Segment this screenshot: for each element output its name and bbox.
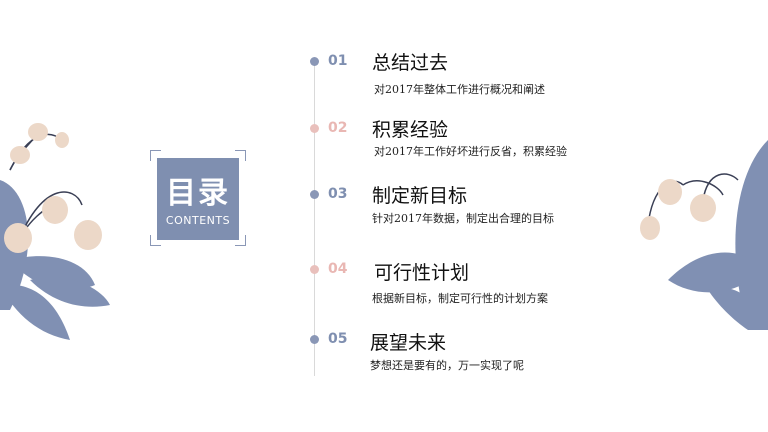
timeline-line	[314, 58, 315, 376]
title-box: 目录 CONTENTS	[157, 158, 239, 240]
item-heading: 总结过去	[372, 52, 449, 74]
frame-corner	[235, 235, 246, 246]
frame-corner	[150, 235, 161, 246]
item-description: 根据新目标，制定可行性的计划方案	[372, 292, 548, 305]
item-heading: 积累经验	[372, 119, 449, 141]
frame-corner	[235, 150, 246, 161]
timeline-dot	[310, 124, 319, 133]
item-description: 对2017年工作好坏进行反省，积累经验	[374, 145, 567, 158]
item-number: 02	[328, 120, 348, 136]
item-description: 针对2017年数据，制定出合理的目标	[372, 212, 554, 225]
title-sub: CONTENTS	[165, 214, 231, 227]
item-heading: 可行性计划	[374, 262, 470, 284]
item-heading: 制定新目标	[372, 185, 468, 207]
contents-title-block: 目录 CONTENTS	[150, 150, 246, 246]
item-description: 梦想还是要有的，万一实现了呢	[370, 359, 524, 372]
timeline-dot	[310, 265, 319, 274]
item-number: 03	[328, 186, 348, 202]
title-main: 目录	[166, 176, 230, 211]
left-floral-decoration	[0, 123, 110, 340]
timeline-dot	[310, 57, 319, 66]
right-floral-decoration	[640, 140, 768, 330]
item-heading: 展望未来	[370, 332, 447, 354]
item-number: 05	[328, 331, 348, 347]
item-number: 04	[328, 261, 348, 277]
timeline-dot	[310, 335, 319, 344]
timeline-dot	[310, 190, 319, 199]
frame-corner	[150, 150, 161, 161]
item-number: 01	[328, 53, 348, 69]
item-description: 对2017年整体工作进行概况和阐述	[374, 83, 545, 96]
